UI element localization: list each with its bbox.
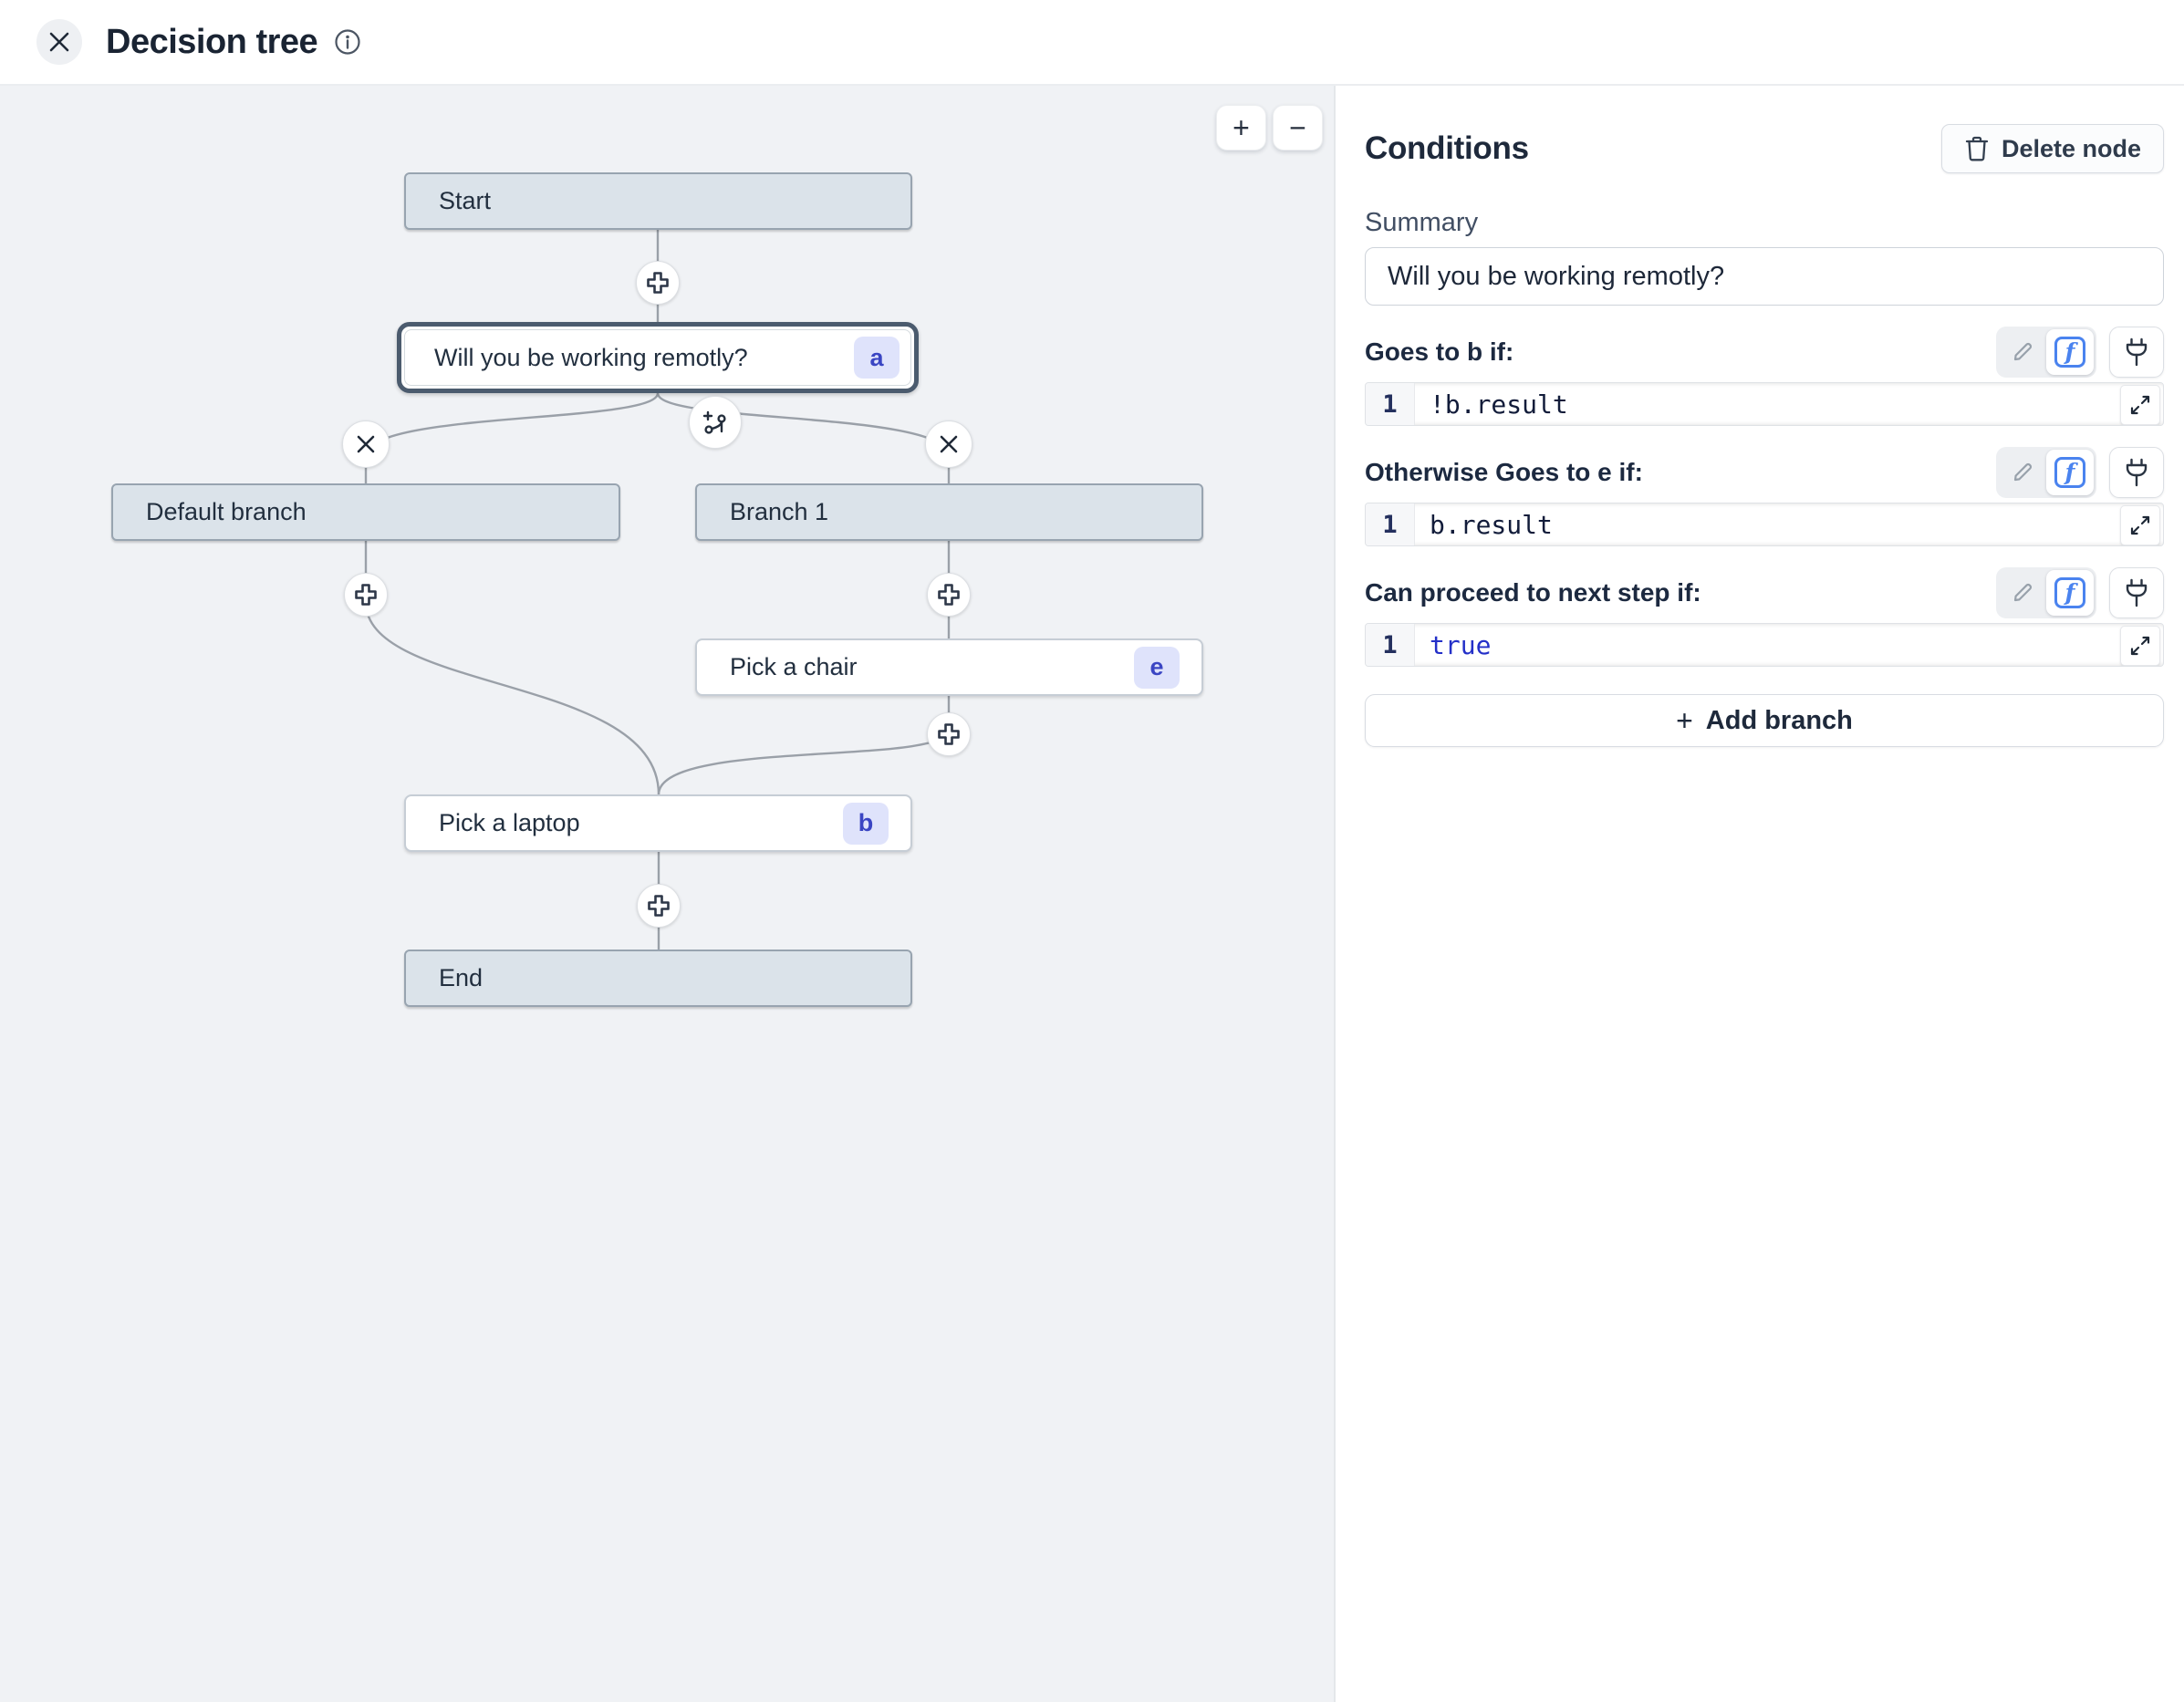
info-icon[interactable] — [334, 28, 361, 56]
add-node-button[interactable] — [636, 261, 680, 305]
editor-toolbar: f — [1996, 567, 2164, 618]
add-branch-port-button[interactable] — [689, 396, 742, 449]
line-number: 1 — [1366, 624, 1415, 666]
add-branch-button[interactable]: + Add branch — [1365, 694, 2164, 747]
branch-split-icon — [702, 410, 726, 434]
node-label: Pick a laptop — [439, 809, 580, 836]
plus-icon — [938, 723, 960, 745]
node-label: Default branch — [146, 498, 307, 525]
code-editor-otherwise-goes-to-e[interactable]: 1 b.result — [1365, 503, 2164, 546]
plugin-button[interactable] — [2109, 327, 2164, 378]
edit-mode-button[interactable] — [1999, 329, 2046, 375]
expand-icon — [2130, 515, 2150, 535]
edit-mode-button[interactable] — [1999, 570, 2046, 616]
node-question-selected[interactable]: Will you be working remotly? a — [397, 322, 919, 393]
node-label: Start — [439, 187, 492, 214]
expand-editor-button[interactable] — [2120, 385, 2160, 425]
zoom-in-button[interactable]: + — [1216, 105, 1266, 150]
node-question-inner: Will you be working remotly? a — [404, 329, 911, 386]
close-button[interactable] — [36, 19, 82, 65]
plus-icon: + — [1676, 703, 1693, 737]
code-content[interactable]: true — [1430, 629, 1492, 660]
panel-title: Conditions — [1365, 130, 1529, 166]
editor-mode-toggle: f — [1996, 327, 2096, 378]
plus-icon — [355, 584, 377, 606]
node-label: Pick a chair — [730, 653, 858, 680]
node-end[interactable]: End — [404, 950, 912, 1007]
condition-label-goes-to-b: Goes to b if: — [1365, 337, 1514, 366]
pencil-icon — [2013, 462, 2033, 482]
fx-icon: f — [2054, 337, 2085, 368]
condition-label-can-proceed: Can proceed to next step if: — [1365, 578, 1701, 607]
code-content[interactable]: b.result — [1430, 509, 1553, 540]
expand-editor-button[interactable] — [2120, 626, 2160, 666]
node-start[interactable]: Start — [404, 172, 912, 230]
remove-branch-button[interactable] — [342, 420, 390, 468]
close-icon — [49, 32, 69, 52]
expand-icon — [2130, 636, 2150, 656]
code-editor-goes-to-b[interactable]: 1 !b.result — [1365, 382, 2164, 426]
add-node-button[interactable] — [927, 573, 971, 617]
plus-icon: + — [1232, 110, 1250, 144]
node-badge: b — [843, 802, 889, 845]
pencil-icon — [2013, 583, 2033, 602]
fx-mode-button[interactable]: f — [2046, 329, 2094, 375]
pencil-icon — [2013, 342, 2033, 361]
plug-icon — [2126, 578, 2148, 607]
line-number: 1 — [1366, 383, 1415, 425]
editor-mode-toggle: f — [1996, 447, 2096, 498]
delete-node-label: Delete node — [2001, 134, 2141, 162]
editor-mode-toggle: f — [1996, 567, 2096, 618]
fx-mode-button[interactable]: f — [2046, 450, 2094, 495]
edit-mode-button[interactable] — [1999, 450, 2046, 495]
editor-toolbar: f — [1996, 327, 2164, 378]
delete-node-button[interactable]: Delete node — [1940, 124, 2164, 173]
flow-canvas[interactable]: + − Start Will you be working remotly? a… — [0, 86, 1334, 1702]
trash-icon — [1965, 136, 1989, 161]
node-pick-a-laptop[interactable]: Pick a laptop b — [404, 794, 912, 852]
connector-chair-laptop — [657, 695, 951, 795]
editor-toolbar: f — [1996, 447, 2164, 498]
node-label: Will you be working remotly? — [434, 343, 748, 371]
plus-icon — [647, 272, 669, 294]
remove-branch-button[interactable] — [925, 420, 972, 468]
plugin-button[interactable] — [2109, 447, 2164, 498]
node-pick-a-chair[interactable]: Pick a chair e — [695, 638, 1203, 696]
line-number: 1 — [1366, 503, 1415, 545]
add-node-button[interactable] — [344, 573, 388, 617]
expand-icon — [2130, 395, 2150, 415]
plus-icon — [648, 895, 670, 917]
node-default-branch[interactable]: Default branch — [111, 483, 620, 541]
close-icon — [940, 435, 958, 453]
app-header: Decision tree — [0, 0, 2184, 86]
connector-question-default — [364, 392, 660, 483]
plug-icon — [2126, 458, 2148, 487]
expand-editor-button[interactable] — [2120, 505, 2160, 545]
close-icon — [357, 435, 375, 453]
fx-icon: f — [2054, 577, 2085, 608]
add-branch-label: Add branch — [1705, 705, 1853, 735]
conditions-panel: Conditions Delete node Summary Goes to b… — [1334, 86, 2184, 1702]
node-badge: a — [854, 337, 900, 379]
add-node-button[interactable] — [637, 884, 681, 928]
add-node-button[interactable] — [927, 712, 971, 756]
code-content[interactable]: !b.result — [1430, 389, 1568, 420]
plug-icon — [2126, 337, 2148, 367]
connector-default-laptop — [364, 540, 660, 795]
summary-label: Summary — [1365, 208, 1479, 237]
summary-input[interactable] — [1365, 247, 2164, 306]
zoom-out-button[interactable]: − — [1273, 105, 1323, 150]
node-label: End — [439, 964, 484, 991]
code-editor-can-proceed[interactable]: 1 true — [1365, 623, 2164, 667]
node-badge: e — [1134, 646, 1180, 689]
minus-icon: − — [1289, 110, 1306, 144]
fx-mode-button[interactable]: f — [2046, 570, 2094, 616]
node-label: Branch 1 — [730, 498, 829, 525]
condition-label-otherwise-goes-to-e: Otherwise Goes to e if: — [1365, 458, 1643, 486]
node-branch-1[interactable]: Branch 1 — [695, 483, 1203, 541]
fx-icon: f — [2054, 457, 2085, 488]
plus-icon — [938, 584, 960, 606]
plugin-button[interactable] — [2109, 567, 2164, 618]
page-title: Decision tree — [106, 22, 318, 61]
